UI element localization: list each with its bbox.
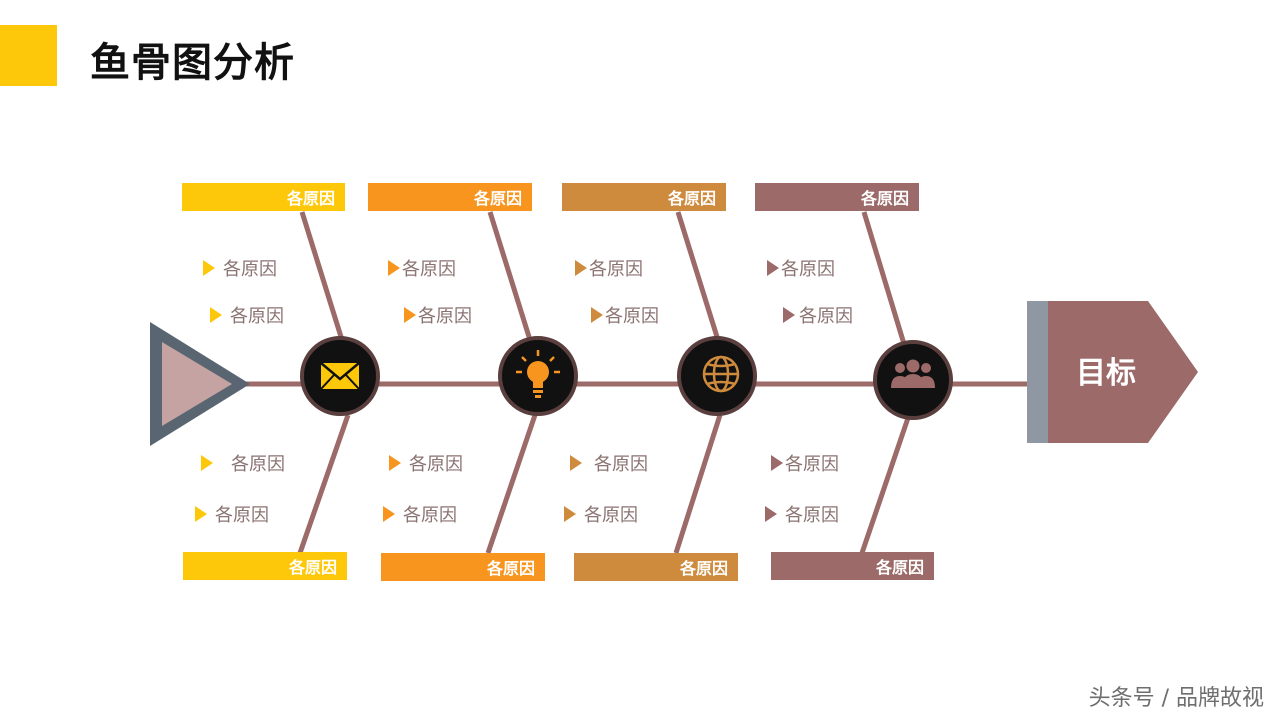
triangle-bullet-icon: [591, 307, 603, 323]
rib-top-label: 各原因: [755, 183, 919, 211]
triangle-bullet-icon: [771, 455, 783, 471]
title-accent-bar: [0, 25, 57, 86]
rib-node-1: [300, 336, 380, 416]
triangle-bullet-icon: [570, 455, 582, 471]
cause-item: 各原因: [564, 501, 638, 527]
rib-bone-lower-2: [485, 414, 538, 554]
cause-item: 各原因: [783, 302, 853, 328]
rib-node-2: [498, 336, 578, 416]
goal-head-edge: [1027, 301, 1048, 443]
cause-item: 各原因: [210, 302, 284, 328]
rib-bone-lower-1: [297, 414, 351, 554]
triangle-bullet-icon: [210, 307, 222, 323]
triangle-bullet-icon: [765, 506, 777, 522]
cause-item: 各原因: [195, 501, 269, 527]
page-title: 鱼骨图分析: [90, 40, 295, 86]
triangle-bullet-icon: [575, 260, 587, 276]
rib-bone-upper-3: [675, 211, 721, 341]
cause-item: 各原因: [388, 255, 456, 281]
triangle-bullet-icon: [195, 506, 207, 522]
triangle-bullet-icon: [404, 307, 416, 323]
triangle-bullet-icon: [783, 307, 795, 323]
rib-top-label: 各原因: [562, 183, 726, 211]
rib-top-label: 各原因: [368, 183, 532, 211]
users-icon: [891, 359, 935, 388]
rib-bone-upper-4: [861, 211, 907, 345]
cause-item: 各原因: [767, 255, 835, 281]
cause-item: 各原因: [765, 501, 839, 527]
goal-label: 目标: [1076, 356, 1136, 391]
cause-item: 各原因: [404, 302, 472, 328]
cause-item: 各原因: [575, 255, 643, 281]
rib-bottom-label: 各原因: [574, 553, 738, 581]
rib-bone-lower-4: [859, 417, 911, 554]
cause-item: 各原因: [201, 450, 285, 476]
cause-item: 各原因: [383, 501, 457, 527]
rib-top-label: 各原因: [182, 183, 345, 211]
lightbulb-icon: [516, 350, 560, 398]
rib-bottom-label: 各原因: [183, 552, 347, 580]
cause-item: 各原因: [203, 255, 277, 281]
rib-bone-upper-1: [299, 211, 345, 341]
rib-node-3: [677, 336, 757, 416]
rib-bone-upper-2: [487, 211, 533, 341]
envelope-icon: [320, 362, 360, 390]
triangle-bullet-icon: [389, 455, 401, 471]
rib-bottom-label: 各原因: [381, 553, 545, 581]
triangle-bullet-icon: [203, 260, 215, 276]
triangle-bullet-icon: [388, 260, 400, 276]
cause-item: 各原因: [771, 450, 839, 476]
triangle-bullet-icon: [201, 455, 213, 471]
triangle-bullet-icon: [383, 506, 395, 522]
goal-head: [1048, 301, 1198, 443]
cause-item: 各原因: [389, 450, 463, 476]
globe-icon: [702, 355, 740, 393]
cause-item: 各原因: [591, 302, 659, 328]
rib-bottom-label: 各原因: [771, 552, 934, 580]
footer-watermark: 头条号 / 品牌故视: [1088, 686, 1264, 711]
triangle-bullet-icon: [767, 260, 779, 276]
rib-bone-lower-3: [673, 414, 723, 554]
cause-item: 各原因: [570, 450, 648, 476]
rib-node-4: [873, 340, 953, 420]
triangle-bullet-icon: [564, 506, 576, 522]
fish-tail-inner: [162, 342, 232, 426]
